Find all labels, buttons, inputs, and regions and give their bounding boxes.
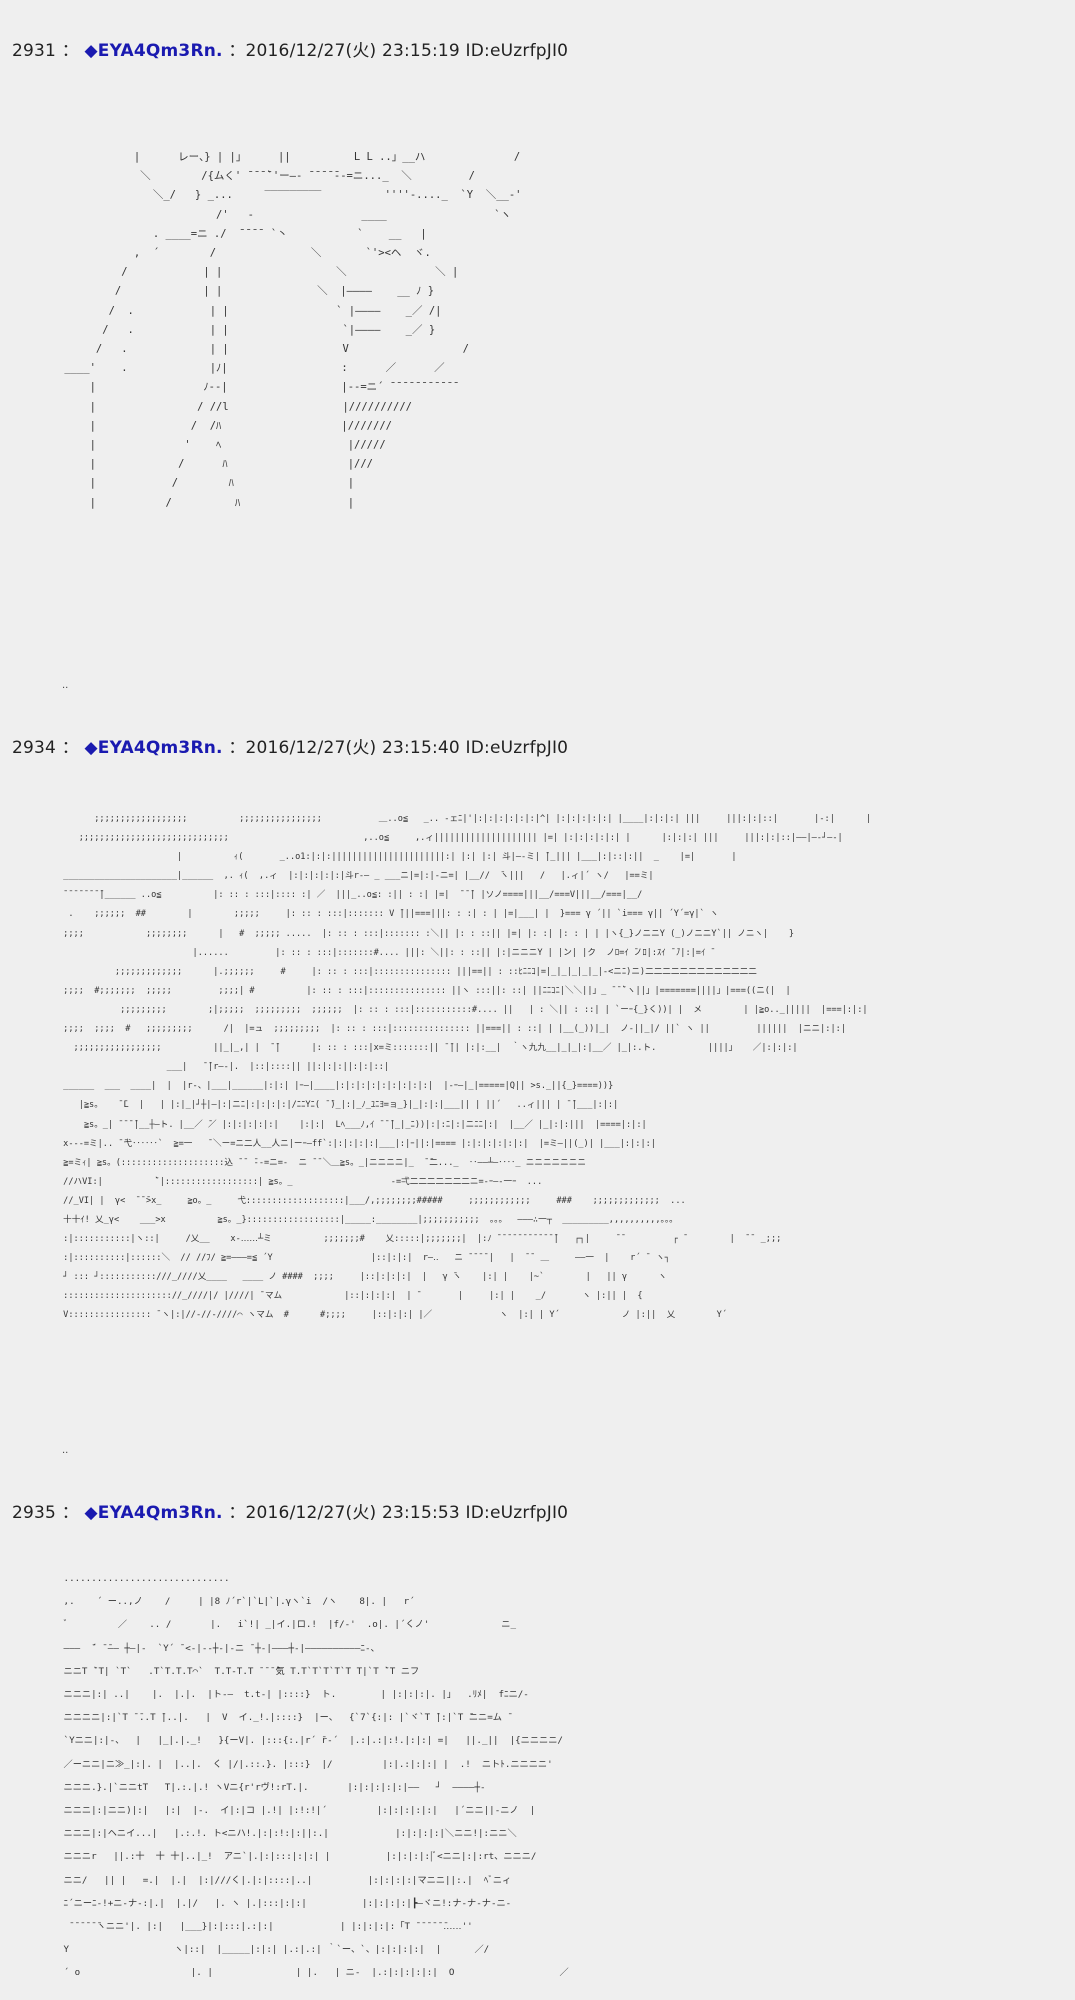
post-number[interactable]: 2935 <box>12 1503 57 1523</box>
poster-name: ◆EYA4Qm3Rn. <box>84 41 223 61</box>
post-date-id: ：2016/12/27(火) 23:15:40 ID:eUzrfpJI0 <box>228 738 569 758</box>
post-number[interactable]: 2934 <box>12 738 57 758</box>
trailing-dots: .. <box>62 1445 69 1456</box>
post-number[interactable]: 2931 <box>12 41 57 61</box>
trailing-dots: .. <box>62 680 69 691</box>
post-header: 2935 ： ◆EYA4Qm3Rn. ：2016/12/27(火) 23:15:… <box>12 1498 568 1523</box>
post-date-id: ：2016/12/27(火) 23:15:53 ID:eUzrfpJI0 <box>228 1503 569 1523</box>
post-separator: ： <box>61 1503 79 1523</box>
ascii-art: .............................. ,. ´ ー..,… <box>63 1573 569 1979</box>
ascii-art: | レー、} | |」 || L L ..」__ハ / ＼ /{ムく' ̄ ̄ … <box>64 151 522 509</box>
post-header: 2931 ： ◆EYA4Qm3Rn. ：2016/12/27(火) 23:15:… <box>12 36 568 61</box>
post-separator: ： <box>61 738 79 758</box>
post-date-id: ：2016/12/27(火) 23:15:19 ID:eUzrfpJI0 <box>228 41 569 61</box>
post-header: 2934 ： ◆EYA4Qm3Rn. ：2016/12/27(火) 23:15:… <box>12 733 568 758</box>
post-separator: ： <box>61 41 79 61</box>
ascii-art: ;;;;;;;;;;;;;;;;;; ;;;;;;;;;;;;;;;; ＿..o… <box>58 814 872 1321</box>
poster-name: ◆EYA4Qm3Rn. <box>84 1503 223 1523</box>
poster-name: ◆EYA4Qm3Rn. <box>84 738 223 758</box>
